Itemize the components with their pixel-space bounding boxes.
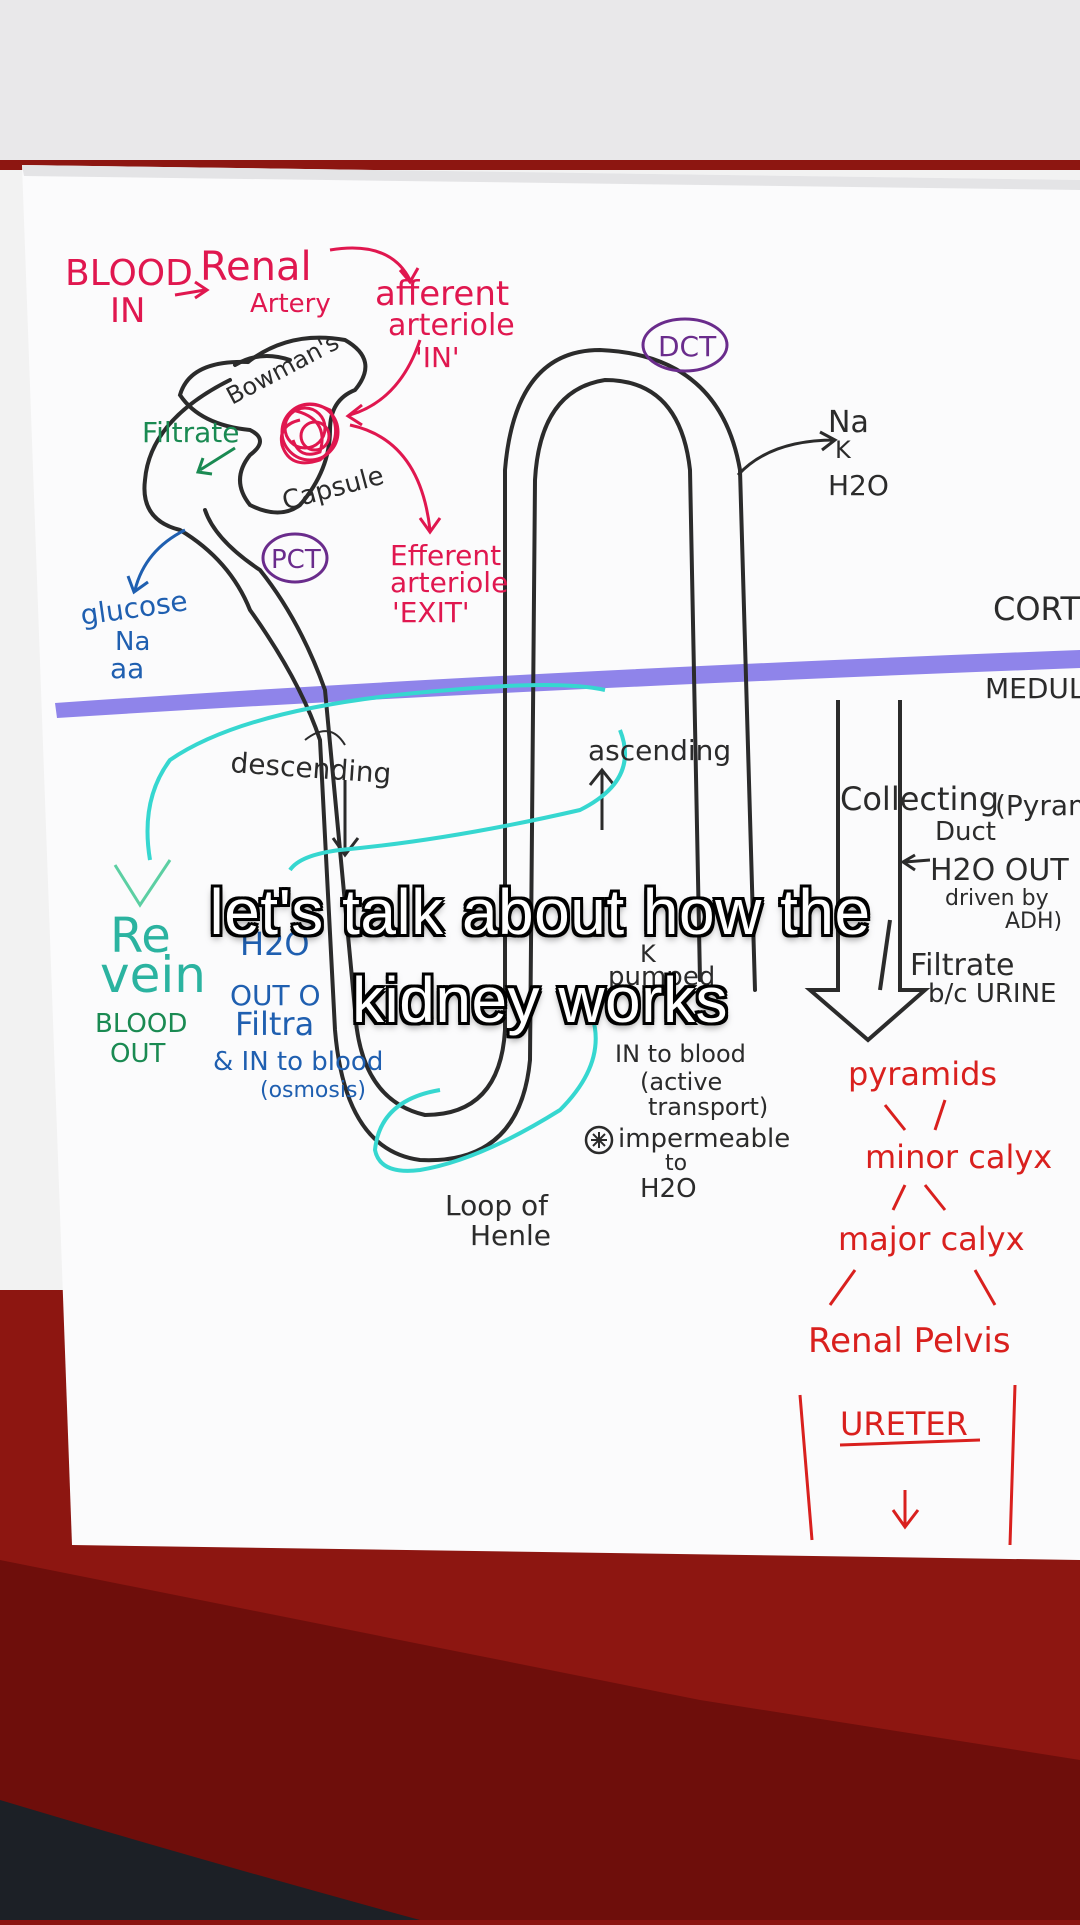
pct-badge [261,532,329,584]
descending-arrow [331,780,360,858]
na-label: Na [115,627,150,657]
impermeable-label: impermeable [618,1124,790,1154]
peritubular-capillaries [145,683,627,1173]
dct-badge [641,317,729,373]
ureter-label: URETER [840,1405,968,1443]
minor-calyx-label: minor calyx [865,1138,1052,1176]
loop-label: Loop of [445,1189,549,1222]
pyramid-paren-label: (Pyrami [995,789,1080,822]
caption-line-2: kidney works [352,964,728,1036]
blc-urine-label: b/c URINE [928,979,1056,1009]
h2o-out-label: H2O OUT [930,853,1069,888]
dct-na-label: Na [828,405,869,440]
collecting-label: Collecting [840,780,999,818]
in-to-blood-label: & IN to blood [213,1047,383,1077]
pyramids-label: pyramids [848,1055,997,1093]
renal-pelvis-label: Renal Pelvis [808,1321,1011,1361]
filtrate-label: Filtrate [142,416,239,449]
duct-label: Duct [935,817,996,847]
h2o-impermeable-label: H2O [640,1174,697,1204]
filtra-label: Filtra [235,1005,314,1043]
dct-label: DCT [658,330,717,363]
dct-out-arrow [736,430,838,477]
driven-by-label: driven by [945,886,1049,911]
blood-out-label: BLOOD [95,1009,187,1039]
dct-k-label: K [835,436,852,464]
collecting-duct-arrow [804,700,931,1043]
ascending-arrow [588,767,616,830]
wall-background [0,0,1080,180]
afferent-label: afferent [375,274,509,314]
h2o-desc-label: H2O [240,925,310,963]
caption-line-1: let's talk about how the [209,876,871,948]
table-shadow [0,1560,1080,1920]
blood-in-label: BLOOD [65,253,193,294]
ascending-label: ascending [588,734,731,767]
active-label: (active [640,1068,722,1096]
cortex-label: CORTEX [993,590,1080,628]
k-label: K [640,940,657,968]
in-to-blood-2-label: IN to blood [615,1040,746,1068]
renal-artery-label-2: Artery [250,289,331,319]
dark-fabric [0,1800,420,1920]
renal-artery-label: Renal [200,244,312,290]
vein-label: vein [100,946,206,1004]
renal-vein-label: Re [110,908,171,964]
video-caption: let's talk about how the kidney works [0,868,1080,1044]
blood-in-label-2: IN [110,291,145,331]
to-label: to [665,1151,687,1176]
paper-sheet [22,165,1080,1560]
henle-label: Henle [470,1219,551,1252]
efferent-label-2: arteriole [390,566,508,599]
osmosis-label: (osmosis) [260,1078,366,1103]
medulla-label: MEDULL [985,672,1080,705]
pumped-label: pumped [608,962,715,992]
filtrate-urine-label: Filtrate [910,948,1014,983]
major-calyx-label: major calyx [838,1220,1025,1258]
out-of-label: OUT O [230,979,321,1012]
efferent-label-3: 'EXIT' [392,596,470,629]
aa-label: aa [110,652,144,685]
afferent-label-2: arteriole [388,308,515,343]
transport-label: transport) [648,1093,768,1121]
afferent-label-3: 'IN' [415,341,460,374]
blood-out-label-2: OUT [110,1039,165,1069]
pct-label: PCT [271,545,321,575]
nephron-tubule [142,335,757,1163]
asterisk-icon [584,1125,614,1155]
glomerulus [279,402,340,465]
dct-h2o-label: H2O [828,469,889,502]
adh-label: ADH) [1005,909,1062,934]
efferent-label: Efferent [390,539,501,572]
